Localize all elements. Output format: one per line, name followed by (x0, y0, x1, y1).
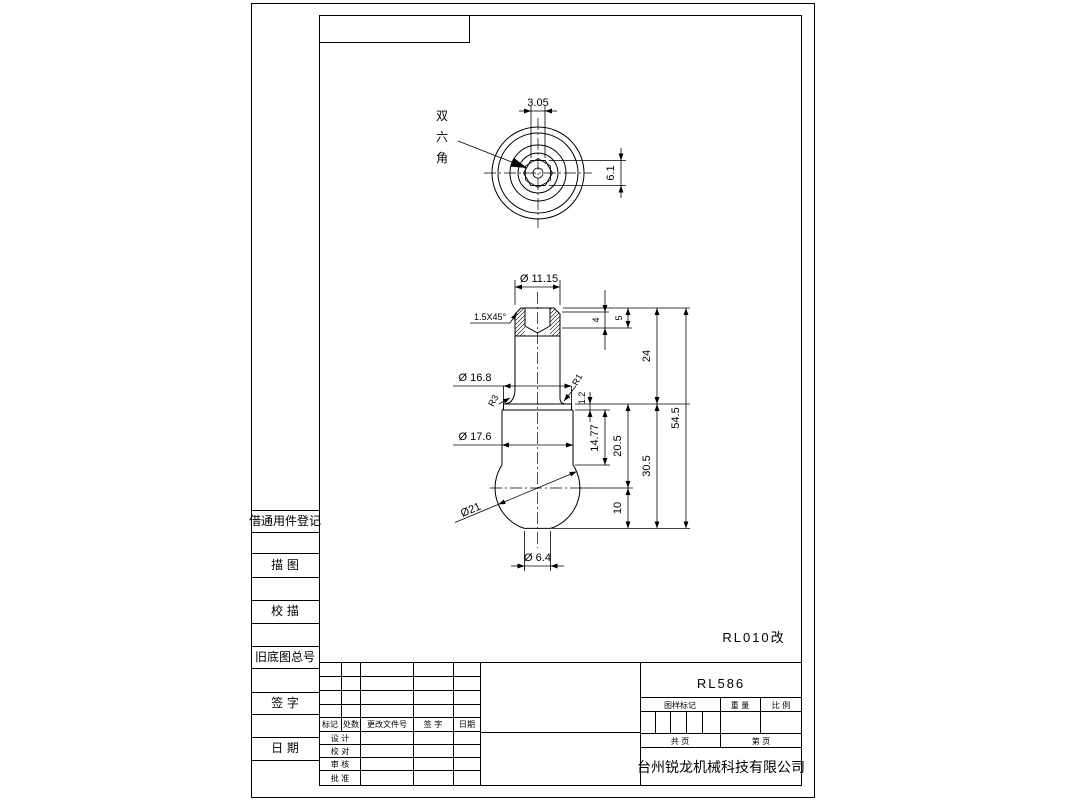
side-strip-old-number: 旧底图总号 (255, 649, 315, 664)
bottom-flat-dimension-text: Ø 6.4 (524, 552, 551, 564)
double-hex-leader (457, 140, 528, 169)
fillet-left-dimension-text: R3 (486, 393, 500, 408)
fillet-right-dimension-text: R1 (570, 372, 584, 387)
head-diameter-extension-lines (514, 280, 561, 305)
part-number: RL586 (697, 676, 745, 691)
title-block-middle-grid (480, 662, 641, 786)
double-hex-label-1: 双 (436, 109, 448, 123)
company-name: 台州锐龙机械科技有限公司 (637, 760, 805, 776)
double-hex-label-3: 角 (436, 151, 448, 165)
neck-diameter-dimension-text: Ø 17.6 (458, 431, 491, 443)
double-hex-label-2: 六 (436, 130, 448, 144)
upper-length-dimension-text: 24 (641, 350, 653, 362)
hex-across-dimension-text: 6.1 (605, 165, 617, 180)
neck-length-dimension-text: 14.77 (589, 424, 601, 452)
side-strip-grid (251, 510, 320, 761)
socket-depth-dimension-text: 4 (591, 317, 601, 322)
role-design: 设 计 (331, 733, 350, 743)
ball-half-dimension-text: 10 (612, 502, 624, 514)
revision-header-mark: 标记 (322, 719, 338, 729)
flange-thickness-dimension-text: 1.2 (577, 392, 587, 405)
total-sheets-label: 共 页 (671, 737, 690, 746)
outer-border (251, 3, 815, 798)
revision-header-change-doc: 更改文件号 (367, 719, 407, 729)
sheet-label: 第 页 (752, 736, 771, 746)
weight-label: 重 量 (731, 700, 750, 710)
hex-socket-section (524, 308, 551, 334)
revision-header-date: 日期 (459, 720, 475, 729)
role-check: 校 对 (331, 746, 350, 756)
neck-cylinder-edges (501, 409, 574, 465)
revision-table-grid (319, 662, 481, 786)
total-length-dimension-text: 54.5 (670, 407, 682, 428)
head-section-hatch-right (550, 308, 560, 336)
flange-diameter-dimension-text: Ø 16.8 (458, 372, 491, 384)
hex-across-extension-lines (549, 160, 626, 186)
lower-length-dimension-text: 30.5 (641, 455, 653, 476)
fillet-right-leader (563, 385, 577, 402)
side-strip-borrow-register: 借通用件登记 (249, 513, 321, 528)
ball-diameter-leader (454, 504, 499, 523)
head-diameter-dimension-text: Ø 11.15 (520, 273, 558, 285)
revision-header-count: 处数 (343, 719, 359, 729)
chamfer-dimension-text: 1.5X45° (474, 312, 507, 322)
ball-center-dimension-text: 20.5 (612, 435, 624, 456)
title-block-right-grid (640, 697, 802, 748)
inner-border (319, 15, 802, 786)
side-strip-tracing: 描 图 (271, 558, 299, 572)
hex-socket-outline (523, 160, 553, 186)
drawing-code: RL010改 (722, 630, 785, 645)
head-section-hatch-left (515, 308, 525, 336)
hex-flat-dimension-text: 3.05 (527, 97, 548, 109)
fillet-left-leader (498, 397, 511, 405)
scale-label: 比 例 (772, 700, 791, 710)
role-review: 审 核 (331, 759, 350, 769)
role-approve: 批 准 (331, 773, 350, 783)
ball-outline (494, 464, 581, 529)
chamfer-leader (470, 312, 518, 324)
top-left-code-box (319, 15, 470, 43)
ball-diameter-dimension-line (498, 471, 577, 505)
hex-flat-extension-lines (530, 106, 546, 158)
side-strip-date: 日 期 (271, 741, 299, 755)
socket-total-dimension-text: 5 (614, 315, 624, 320)
revision-header-signature: 签 字 (424, 719, 443, 729)
drawing-mark-label: 图样标记 (664, 700, 696, 710)
shaft-right-edge (559, 336, 567, 405)
top-view: 双 六 角 3.05 6.1 (436, 97, 626, 228)
ball-diameter-dimension-text: Ø21 (459, 501, 483, 520)
side-view: Ø 11.15 1.5X45° Ø 16.8 R3 R1 1.2 Ø 17.6 … (453, 273, 690, 571)
side-strip-trace-check: 校 描 (271, 603, 299, 618)
shaft-left-edge (503, 336, 516, 405)
side-strip-signature: 签 字 (271, 695, 299, 710)
